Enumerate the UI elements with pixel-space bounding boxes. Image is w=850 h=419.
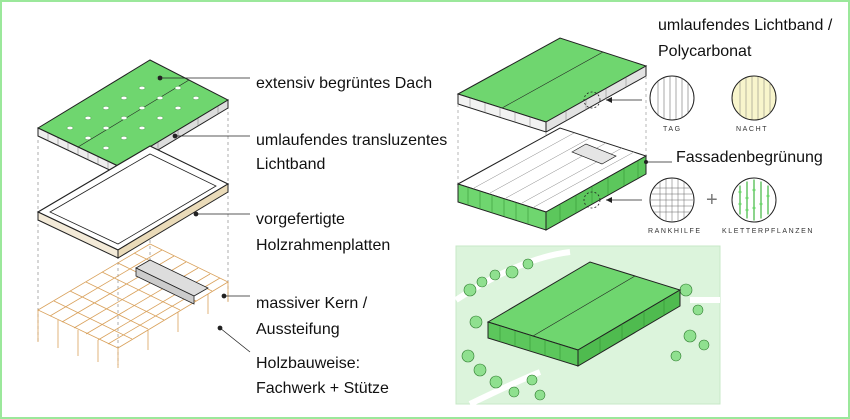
exploded-axonometric <box>36 59 251 368</box>
label-band-line1: umlaufendes transluzentes <box>256 132 448 149</box>
label-roof: extensiv begrüntes Dach <box>256 75 433 92</box>
right-dashed-guides <box>457 76 647 224</box>
label-panels-line1: vorgefertigte <box>256 211 345 228</box>
site-plan <box>454 245 721 407</box>
plus-sign: + <box>706 189 718 211</box>
label-band-line2: Lichtband <box>256 156 326 173</box>
label-facade-greening: Fassadenbegrünung <box>676 149 823 166</box>
facade-greening-building <box>456 127 672 231</box>
light-band-building <box>456 37 648 133</box>
detail-night <box>731 75 777 121</box>
label-night: NACHT <box>736 126 769 133</box>
label-core-line2: Aussteifung <box>256 321 340 338</box>
label-climbing-plants: KLETTERPFLANZEN <box>722 228 815 235</box>
label-structure-line1: Holzbauweise: <box>256 355 361 372</box>
label-structure-line2: Fachwerk + Stütze <box>256 380 389 397</box>
label-trellis: RANKHILFE <box>648 228 702 235</box>
label-panels-line2: Holzrahmenplatten <box>256 237 391 254</box>
panel-layer <box>36 145 230 259</box>
leader-lines <box>157 75 251 353</box>
label-light-band-line2: Polycarbonat <box>658 43 752 60</box>
roof-skylights <box>66 75 200 151</box>
detail-trellis <box>649 177 695 223</box>
structure-layer <box>37 243 229 368</box>
detail-day <box>649 75 695 121</box>
site-trees <box>461 258 710 401</box>
label-core-line1: massiver Kern / <box>256 295 368 312</box>
label-light-band-line1: umlaufendes Lichtband / <box>658 17 833 34</box>
label-day: TAG <box>663 126 682 133</box>
detail-climbing-plants <box>731 177 777 223</box>
